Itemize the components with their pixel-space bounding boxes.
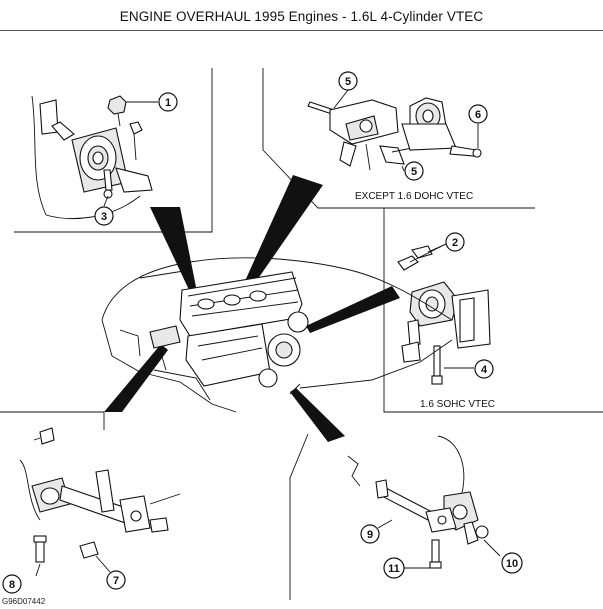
callout-badges: 1 2 3 4 5 5 6 7: [2, 71, 523, 594]
svg-text:11: 11: [388, 563, 400, 575]
svg-text:3: 3: [101, 211, 107, 223]
svg-text:9: 9: [367, 529, 373, 541]
header-divider: [0, 30, 603, 31]
svg-text:2: 2: [452, 237, 458, 249]
label-except-dohc: EXCEPT 1.6 DOHC VTEC: [355, 191, 473, 202]
callout-leaders: [35, 89, 501, 577]
callout-11: 11: [383, 557, 405, 579]
callout-5-top: 5: [338, 71, 358, 91]
side-mount-detail: [397, 245, 491, 385]
callout-7: 7: [106, 570, 126, 590]
svg-text:5: 5: [345, 76, 351, 88]
rear-bracket-detail: [347, 435, 489, 569]
callout-2: 2: [445, 232, 465, 252]
callout-3: 3: [94, 206, 114, 226]
svg-text:5: 5: [411, 166, 417, 178]
callout-8: 8: [2, 574, 22, 594]
callout-10: 10: [501, 552, 523, 574]
page-header: ENGINE OVERHAUL 1995 Engines - 1.6L 4-Cy…: [0, 0, 603, 31]
figure-code: G96D07442: [2, 597, 46, 606]
leader-wedges: [104, 175, 400, 442]
lower-torque-rod-detail: [19, 427, 181, 563]
callout-4: 4: [474, 359, 494, 379]
rear-mount-detail: [307, 97, 482, 171]
callout-5-bottom: 5: [404, 161, 424, 181]
svg-text:6: 6: [475, 109, 481, 121]
svg-text:8: 8: [9, 579, 15, 591]
callout-9: 9: [360, 524, 380, 544]
engine-bay-overview: [101, 257, 453, 413]
callout-1: 1: [158, 92, 178, 112]
label-sohc: 1.6 SOHC VTEC: [420, 399, 495, 410]
callout-6: 6: [468, 104, 488, 124]
front-mount-detail: [31, 95, 153, 219]
page-title: ENGINE OVERHAUL 1995 Engines - 1.6L 4-Cy…: [119, 9, 484, 24]
svg-text:1: 1: [165, 97, 171, 109]
svg-text:10: 10: [506, 558, 518, 570]
svg-text:7: 7: [113, 575, 119, 587]
svg-text:4: 4: [481, 364, 488, 376]
